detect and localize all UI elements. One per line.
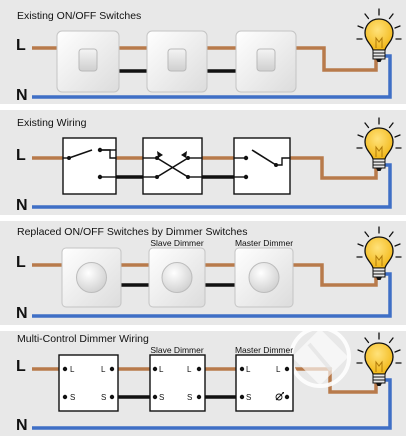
bulb-icon (356, 8, 402, 63)
master-dimmer-label: Master Dimmer (235, 345, 293, 355)
bulb-icon (356, 332, 402, 387)
brand-logo-watermark (289, 326, 351, 388)
two-way-switch-2 (233, 137, 291, 195)
panel-4-wiring: L S L S L S L S (32, 326, 402, 430)
panel-1-wiring (32, 8, 402, 99)
onoff-switch-1 (56, 30, 120, 93)
onoff-switch-3 (235, 30, 297, 93)
master-dimmer-box: L S L (235, 354, 294, 412)
slave-dimmer-switch (148, 247, 206, 308)
master-dimmer-switch (234, 247, 294, 308)
panel-2-title: Existing Wiring (17, 117, 87, 129)
terminal-s-label: S (246, 393, 251, 402)
dimmer-output-icon (275, 392, 284, 401)
panel-4-title: Multi-Control Dimmer Wiring (17, 333, 149, 345)
panel-3-title: Replaced ON/OFF Switches by Dimmer Switc… (17, 226, 248, 238)
neutral-label: N (16, 305, 28, 322)
dimmer-switch-1 (61, 247, 122, 308)
terminal-s-label: S (187, 393, 192, 402)
live-label: L (16, 147, 26, 164)
neutral-label: N (16, 417, 28, 434)
terminal-l-label: L (101, 365, 106, 374)
panel-3-wiring (32, 226, 402, 318)
terminal-s-label: S (70, 393, 75, 402)
terminal-l-label: L (187, 365, 192, 374)
intermediate-switch (142, 137, 203, 195)
neutral-label: N (16, 197, 28, 214)
live-label: L (16, 254, 26, 271)
live-label: L (16, 358, 26, 375)
terminal-l-label: L (276, 365, 281, 374)
terminal-l-label: L (246, 365, 251, 374)
bulb-icon (356, 117, 402, 172)
slave-dimmer-box: L S L S (149, 354, 206, 412)
slave-dimmer-label: Slave Dimmer (150, 238, 204, 248)
onoff-switch-2 (146, 30, 208, 93)
live-label: L (16, 37, 26, 54)
bulb-icon (356, 226, 402, 281)
panel-1-title: Existing ON/OFF Switches (17, 10, 142, 22)
terminal-l-label: L (159, 365, 164, 374)
master-dimmer-label: Master Dimmer (235, 238, 293, 248)
terminal-l-label: L (70, 365, 75, 374)
two-way-switch-1 (62, 137, 117, 195)
terminal-s-label: S (101, 393, 106, 402)
panel-2-wiring (32, 117, 402, 209)
slave-dimmer-label: Slave Dimmer (150, 345, 204, 355)
wiring-box-1: L S L S (58, 354, 119, 412)
terminal-s-label: S (159, 393, 164, 402)
neutral-label: N (16, 87, 28, 104)
